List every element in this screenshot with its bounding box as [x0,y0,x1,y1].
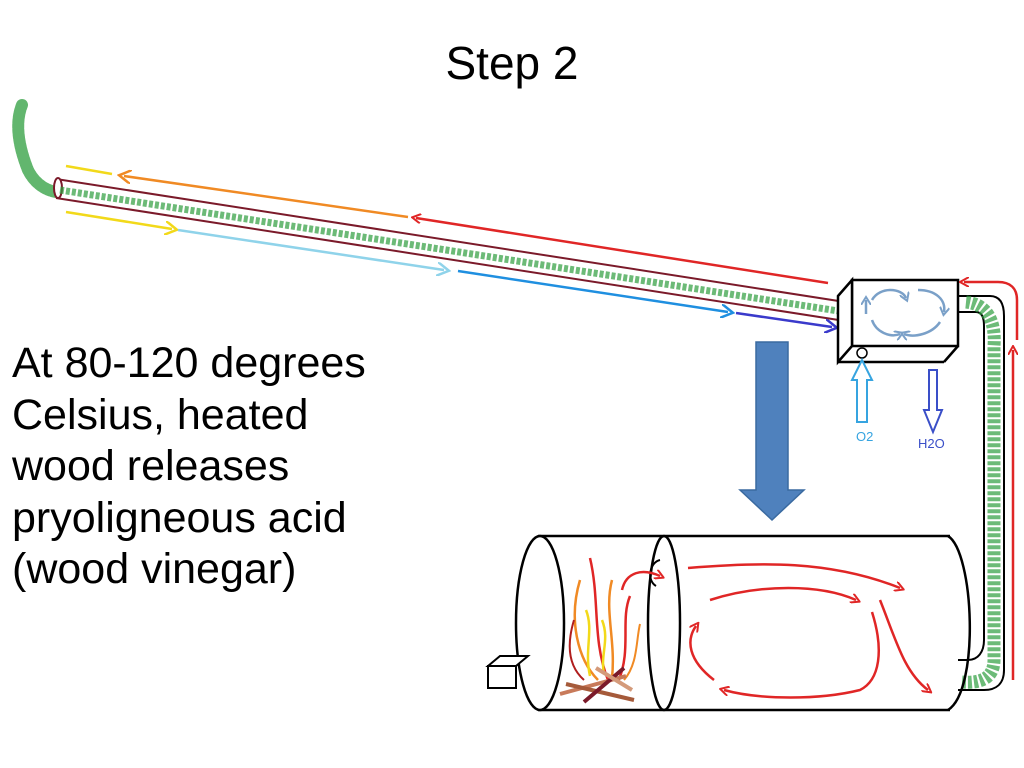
return-duct [958,282,1019,691]
body-line-5: (wood vinegar) [12,545,297,594]
h2o-label: H2O [918,436,945,451]
firewood [559,666,635,704]
smoke-plume [12,99,62,198]
h2o-outlet-arrow [922,369,944,435]
o2-label: O2 [856,429,873,444]
pipe-flow-arrows [65,164,832,327]
fire-flames [568,557,641,683]
slide-title: Step 2 [445,37,579,89]
body-text: At 80-120 degrees Celsius, heated wood r… [12,338,452,596]
body-line-1: At 80-120 degrees [12,339,366,387]
drum-flow-arrows [620,563,928,699]
condenser-box [836,276,960,366]
body-line-2: Celsius, heated [12,390,309,439]
kiln-drum [485,534,972,712]
body-line-3: wood releases [12,442,290,491]
chimney-pipe [53,177,846,322]
o2-inlet-arrow [850,357,874,423]
down-arrow-icon [738,341,806,522]
body-line-4: pryoligneous acid [12,493,347,542]
